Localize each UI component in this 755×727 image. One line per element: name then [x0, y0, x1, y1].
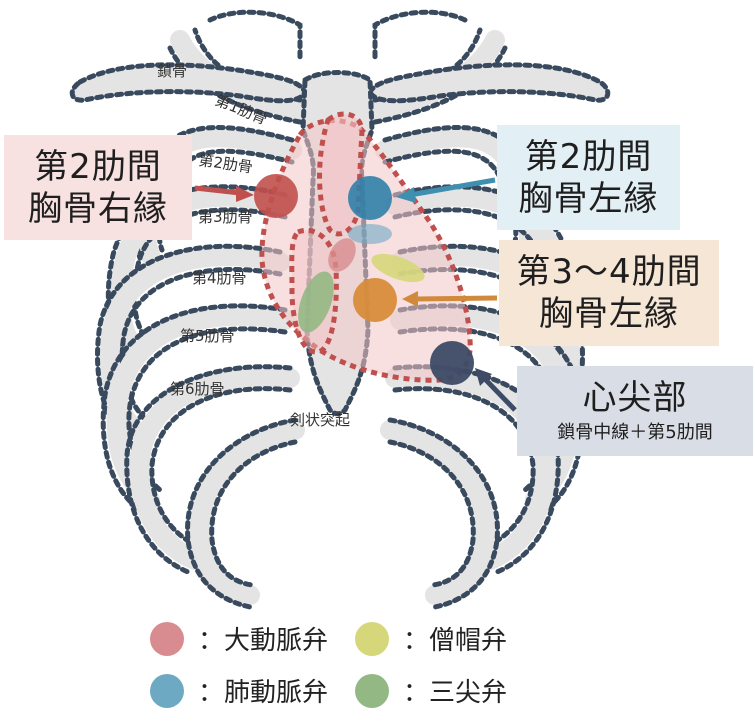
legend-label-aortic: ：大動脈弁 — [198, 626, 329, 656]
rib3-label: 第3肋骨 — [198, 208, 253, 226]
pulmonic-area-point — [348, 176, 392, 220]
legend-dot-mitral — [355, 621, 389, 656]
mitral-valve-shape — [371, 253, 425, 283]
aortic-callout-line1: 第2肋間 — [34, 146, 162, 187]
legend-item-tricuspid: ：三尖弁 — [355, 672, 507, 709]
apex-callout-line1: 心尖部 — [582, 378, 688, 418]
pulmonic-valve-shape — [348, 224, 392, 244]
legend-label-tricuspid: ：三尖弁 — [403, 678, 508, 708]
tricuspid-callout-line1: 第3〜4肋間 — [516, 252, 702, 292]
legend-item-pulmonic: ：肺動脈弁 — [150, 672, 328, 709]
tricuspid-valve-shape — [298, 271, 334, 333]
rib4-label: 第4肋骨 — [192, 269, 247, 287]
aortic-area-point — [254, 174, 298, 218]
clavicle-left — [367, 62, 611, 104]
apex-point — [430, 341, 474, 385]
rib6-label: 第6肋骨 — [170, 380, 225, 398]
clavicle-right — [69, 62, 308, 104]
legend-label-pulmonic: ：肺動脈弁 — [198, 678, 329, 708]
apex-callout-line2: 鎖骨中線＋第5肋間 — [557, 422, 713, 443]
clavicle-label: 鎖骨 — [157, 62, 187, 80]
legend-dot-aortic — [150, 621, 184, 656]
legend-dot-pulmonic — [150, 673, 184, 708]
aortic-callout-line2: 胸骨右縁 — [28, 188, 168, 229]
rib2-label: 第2肋骨 — [197, 151, 254, 176]
legend-dot-tricuspid — [355, 673, 389, 708]
valve-legend: ：大動脈弁 ：僧帽弁 ：肺動脈弁 ：三尖弁 — [150, 620, 570, 720]
legend-item-aortic: ：大動脈弁 — [150, 620, 328, 657]
pulmonic-callout: 第2肋間 胸骨左縁 — [497, 125, 680, 230]
pulmonic-callout-line2: 胸骨左縁 — [518, 178, 659, 219]
tricuspid-area-callout: 第3〜4肋間 胸骨左縁 — [499, 240, 719, 346]
legend-label-mitral: ：僧帽弁 — [403, 626, 508, 656]
rib5-label: 第5肋骨 — [180, 327, 235, 345]
pulmonic-callout-line1: 第2肋間 — [524, 136, 653, 177]
aortic-callout: 第2肋間 胸骨右縁 — [4, 135, 192, 240]
callout-arrows — [194, 177, 517, 412]
aortic-valve-shape — [328, 238, 356, 272]
apex-callout: 心尖部 鎖骨中線＋第5肋間 — [517, 366, 753, 456]
legend-item-mitral: ：僧帽弁 — [355, 620, 507, 657]
tricuspid-callout-line2: 胸骨左縁 — [539, 294, 679, 334]
erb-area-point — [353, 278, 397, 322]
xiphoid-label: 剣状突起 — [290, 411, 350, 429]
